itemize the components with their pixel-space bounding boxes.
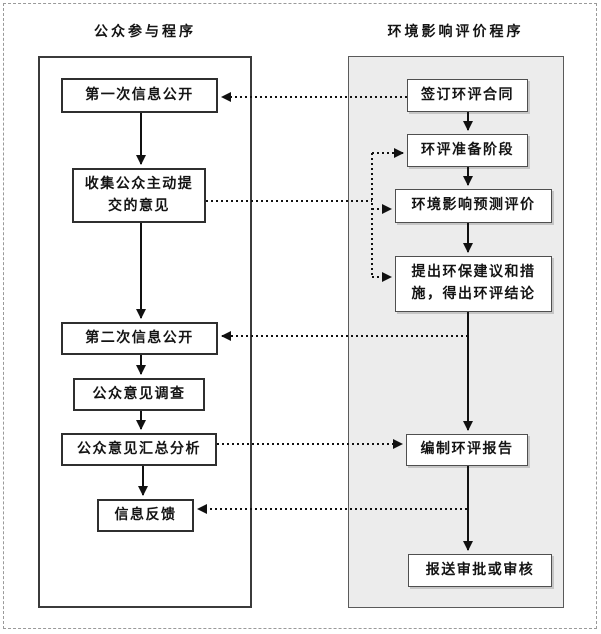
left-column-title: 公众参与程序 bbox=[94, 25, 196, 40]
node-feedback: 信息反馈 bbox=[97, 499, 194, 532]
node-sign-contract: 签订环评合同 bbox=[407, 79, 528, 112]
node-collect-opinions: 收集公众主动提 交的意见 bbox=[72, 168, 206, 223]
right-column-title: 环境影响评价程序 bbox=[387, 25, 524, 40]
node-second-disclosure: 第二次信息公开 bbox=[61, 322, 218, 355]
node-compile-report: 编制环评报告 bbox=[406, 434, 528, 466]
node-opinion-survey: 公众意见调查 bbox=[73, 378, 205, 411]
node-opinion-analysis: 公众意见汇总分析 bbox=[61, 433, 217, 466]
node-preparation: 环评准备阶段 bbox=[407, 134, 528, 167]
node-impact-prediction: 环境影响预测评价 bbox=[395, 189, 552, 223]
node-propose-measures: 提出环保建议和措 施，得出环评结论 bbox=[395, 256, 552, 312]
node-first-disclosure: 第一次信息公开 bbox=[61, 78, 218, 113]
node-submit-approval: 报送审批或审核 bbox=[408, 554, 552, 587]
